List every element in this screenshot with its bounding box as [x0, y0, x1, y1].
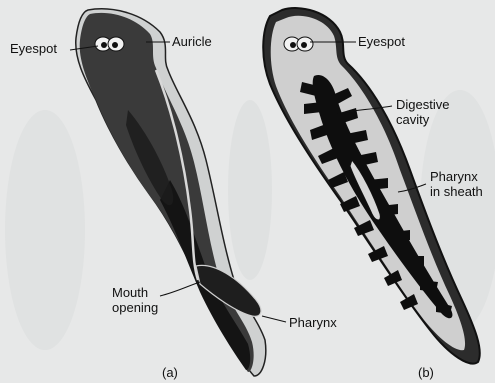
leader-mouth — [160, 282, 200, 296]
caption-b: (b) — [418, 366, 434, 380]
label-mouth-line2: opening — [112, 301, 158, 315]
label-pharynx-b-line2: in sheath — [430, 185, 483, 199]
label-mouth-line1: Mouth — [112, 286, 148, 300]
label-pharynx-b-line1: Pharynx — [430, 170, 478, 184]
label-pharynx-a: Pharynx — [289, 316, 337, 330]
leader-pharynx-a — [262, 316, 286, 322]
label-eyespot-a: Eyespot — [10, 42, 57, 56]
label-eyespot-b: Eyespot — [358, 35, 405, 49]
label-auricle: Auricle — [172, 35, 212, 49]
label-digestive-line2: cavity — [396, 113, 429, 127]
label-digestive-line1: Digestive — [396, 98, 449, 112]
caption-a: (a) — [162, 366, 178, 380]
